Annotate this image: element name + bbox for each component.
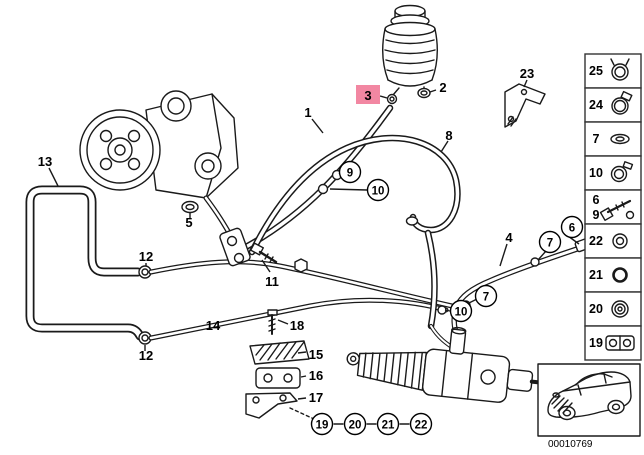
clamp-bracket-icon (605, 335, 635, 351)
callout-circle (310, 412, 334, 436)
clamp-ring-icon (610, 161, 634, 183)
svg-text:22: 22 (589, 234, 603, 248)
svg-text:24: 24 (589, 98, 603, 112)
washer-icon (612, 233, 628, 249)
callout-12-lower[interactable]: 12 (139, 348, 153, 363)
grommet-icon (611, 300, 629, 318)
callout-19-circled[interactable]: 19 (310, 412, 334, 436)
sidebar-item-7[interactable]: 7 (584, 121, 642, 157)
sidebar-item-22[interactable]: 22 (584, 223, 642, 259)
sidebar-item-6-9[interactable]: 6 9 (584, 189, 642, 225)
svg-text:6: 6 (593, 193, 600, 207)
svg-text:19: 19 (589, 336, 603, 350)
sidebar-item-20[interactable]: 20 (584, 291, 642, 327)
callout-2[interactable]: 2 (439, 80, 446, 95)
svg-text:21: 21 (589, 268, 603, 282)
callout-8[interactable]: 8 (445, 128, 452, 143)
svg-text:7: 7 (593, 132, 600, 146)
cooler-pipes (148, 259, 455, 341)
callout-7-circled-right[interactable]: 7 (538, 230, 562, 254)
svg-text:22: 22 (415, 420, 428, 432)
callout-circle (376, 412, 400, 436)
sidebar-item-25[interactable]: 25 (584, 53, 642, 89)
callout-14[interactable]: 14 (206, 318, 221, 333)
sidebar-item-24[interactable]: 24 (584, 87, 642, 123)
return-hose (451, 237, 593, 343)
steering-rack (346, 326, 566, 403)
hose-clamp-icon (610, 58, 630, 81)
svg-text:6: 6 (569, 223, 575, 235)
callout-4[interactable]: 4 (505, 230, 513, 245)
o-ring-icon (612, 267, 628, 283)
svg-text:10: 10 (372, 186, 385, 198)
pipe-fittings (203, 195, 308, 273)
callout-circle (366, 178, 390, 202)
callout-circle (449, 299, 473, 323)
banjo-bolt-icon (599, 199, 635, 222)
image-id: 00010769 (548, 439, 593, 450)
callout-10-circled-upper[interactable]: 10 (366, 178, 390, 202)
callout-21-circled[interactable]: 21 (376, 412, 400, 436)
highlight-part-3 (356, 85, 380, 104)
callout-11[interactable]: 11 (265, 274, 279, 289)
svg-text:21: 21 (382, 420, 395, 432)
svg-text:20: 20 (349, 420, 362, 432)
callout-10-circled-lower[interactable]: 10 (449, 299, 473, 323)
car-thumbnail (537, 363, 641, 437)
svg-text:19: 19 (316, 420, 329, 432)
callout-12-upper[interactable]: 12 (139, 249, 153, 264)
callout-3[interactable]: 3 (364, 88, 371, 103)
callout-20-circled[interactable]: 20 (343, 412, 367, 436)
callout-9-circled[interactable]: 9 (338, 160, 362, 184)
callout-circle (338, 160, 362, 184)
svg-text:25: 25 (589, 64, 603, 78)
svg-text:9: 9 (347, 168, 353, 180)
svg-text:10: 10 (455, 307, 468, 319)
callout-13[interactable]: 13 (38, 154, 52, 169)
mounting-bracket (504, 83, 546, 128)
svg-text:20: 20 (589, 302, 603, 316)
callout-17[interactable]: 17 (309, 390, 323, 405)
svg-text:9: 9 (593, 208, 600, 222)
callout-16[interactable]: 16 (309, 368, 323, 383)
sidebar-item-10[interactable]: 10 (584, 155, 642, 191)
callout-7-circled-lower[interactable]: 7 (474, 284, 498, 308)
callout-23[interactable]: 23 (520, 66, 534, 81)
callout-circle (474, 284, 498, 308)
svg-text:7: 7 (483, 292, 489, 304)
callout-circle (343, 412, 367, 436)
sidebar-item-21[interactable]: 21 (584, 257, 642, 293)
heat-shield-parts (245, 309, 315, 420)
callout-circle (538, 230, 562, 254)
callout-circle (560, 215, 584, 239)
callout-22-circled[interactable]: 22 (409, 412, 433, 436)
band-clamp-icon (611, 90, 633, 115)
fluid-reservoir (381, 4, 439, 105)
leader-lines (48, 79, 580, 425)
seal-washer-icon (610, 133, 630, 145)
expansion-hose (248, 134, 461, 352)
oil-cooler (25, 185, 152, 345)
callout-circle (409, 412, 433, 436)
sidebar-parts-strip: 25 24 7 10 (584, 53, 642, 361)
callout-6-circled[interactable]: 6 (560, 215, 584, 239)
callout-1[interactable]: 1 (304, 105, 311, 120)
callout-15[interactable]: 15 (309, 347, 323, 362)
power-steering-pump (79, 90, 239, 214)
svg-text:10: 10 (589, 166, 603, 180)
callout-5[interactable]: 5 (185, 215, 192, 230)
callout-18[interactable]: 18 (290, 318, 304, 333)
svg-text:7: 7 (547, 238, 553, 250)
sidebar-item-19[interactable]: 19 (584, 325, 642, 361)
